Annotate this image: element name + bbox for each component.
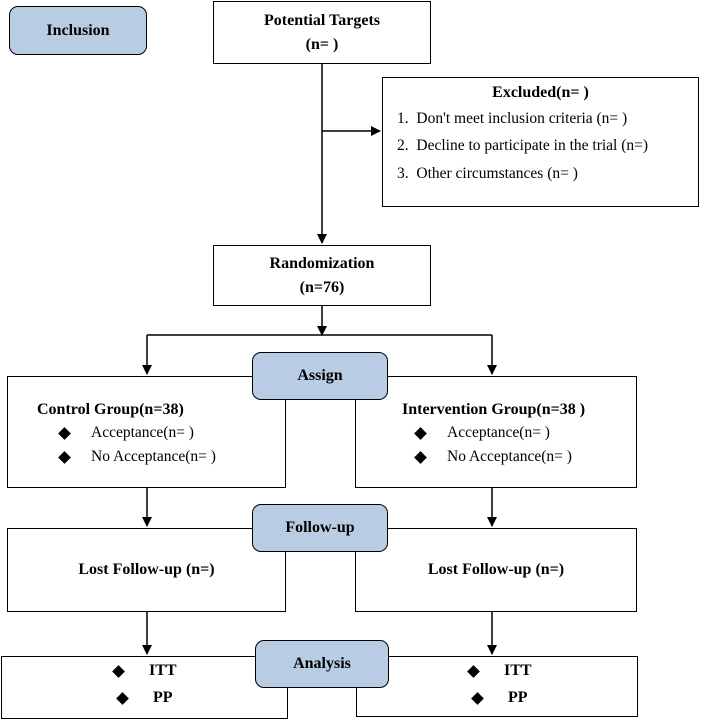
potential-targets-title: Potential Targets [264, 11, 380, 29]
stage-analysis-label: Analysis [293, 655, 351, 672]
control-no-acceptance: No Acceptance(n= ) [58, 448, 216, 466]
diamond-bullet-icon [414, 450, 427, 464]
analysis-left-pp-label: PP [153, 689, 173, 706]
analysis-right-pp-label: PP [508, 689, 528, 706]
analysis-left-itt-label: ITT [149, 662, 177, 679]
analysis-right-itt-label: ITT [504, 662, 532, 679]
stage-analysis: Analysis [255, 640, 389, 688]
lost-follow-up-right-label: Lost Follow-up (n=) [427, 561, 565, 578]
stage-follow-up: Follow-up [252, 504, 388, 552]
stage-inclusion-label: Inclusion [46, 21, 110, 39]
intervention-acceptance-label: Acceptance(n= ) [447, 424, 550, 441]
excluded-item-2: 2. Decline to participate in the trial (… [397, 137, 648, 155]
lost-follow-up-left-box: Lost Follow-up (n=) [7, 528, 286, 612]
intervention-group-box: Intervention Group(n=38 ) Acceptance(n= … [355, 376, 637, 488]
analysis-left-box: ITT PP [1, 656, 288, 719]
lost-follow-up-right-box: Lost Follow-up (n=) [355, 528, 637, 612]
excluded-item-1-num: 1. [397, 110, 409, 127]
stage-follow-up-label: Follow-up [285, 519, 355, 536]
intervention-no-acceptance-label: No Acceptance(n= ) [447, 448, 572, 465]
excluded-item-3-num: 3. [397, 165, 409, 182]
control-acceptance-label: Acceptance(n= ) [91, 424, 194, 441]
excluded-item-2-num: 2. [397, 137, 409, 154]
diamond-bullet-icon [58, 426, 71, 440]
excluded-item-1-text: Don't meet inclusion criteria (n= ) [416, 110, 628, 127]
control-no-acceptance-label: No Acceptance(n= ) [91, 448, 216, 465]
intervention-acceptance: Acceptance(n= ) [414, 424, 550, 442]
excluded-item-3-text: Other circumstances (n= ) [416, 165, 578, 182]
analysis-right-pp: PP [471, 689, 528, 707]
diamond-bullet-icon [414, 426, 427, 440]
intervention-no-acceptance: No Acceptance(n= ) [414, 448, 572, 466]
excluded-item-3: 3. Other circumstances (n= ) [397, 165, 578, 183]
randomization-count: (n=76) [299, 278, 345, 296]
stage-assign-label: Assign [297, 367, 343, 384]
excluded-item-2-text: Decline to participate in the trial (n=) [416, 137, 649, 154]
randomization-box: Randomization (n=76) [213, 245, 431, 306]
excluded-item-1: 1. Don't meet inclusion criteria (n= ) [397, 110, 627, 128]
control-group-title: Control Group(n=38) [37, 401, 184, 418]
diamond-bullet-icon [112, 664, 125, 678]
randomization-title: Randomization [269, 254, 375, 272]
lost-follow-up-left-label: Lost Follow-up (n=) [78, 561, 215, 578]
excluded-title: Excluded(n= ) [492, 84, 589, 101]
potential-targets-count: (n= ) [305, 35, 339, 53]
analysis-right-itt: ITT [467, 662, 532, 680]
excluded-box: Excluded(n= ) 1. Don't meet inclusion cr… [382, 77, 699, 207]
diamond-bullet-icon [467, 664, 480, 678]
analysis-left-itt: ITT [112, 662, 177, 680]
analysis-right-box: ITT PP [356, 656, 638, 717]
analysis-left-pp: PP [116, 689, 173, 707]
control-group-box: Control Group(n=38) Acceptance(n= ) No A… [7, 376, 286, 488]
potential-targets-box: Potential Targets (n= ) [213, 1, 431, 64]
stage-assign: Assign [252, 352, 388, 400]
intervention-group-title: Intervention Group(n=38 ) [402, 401, 586, 418]
diamond-bullet-icon [58, 450, 71, 464]
stage-inclusion: Inclusion [9, 6, 147, 55]
control-acceptance: Acceptance(n= ) [58, 424, 194, 442]
diamond-bullet-icon [116, 691, 129, 705]
diamond-bullet-icon [471, 691, 484, 705]
